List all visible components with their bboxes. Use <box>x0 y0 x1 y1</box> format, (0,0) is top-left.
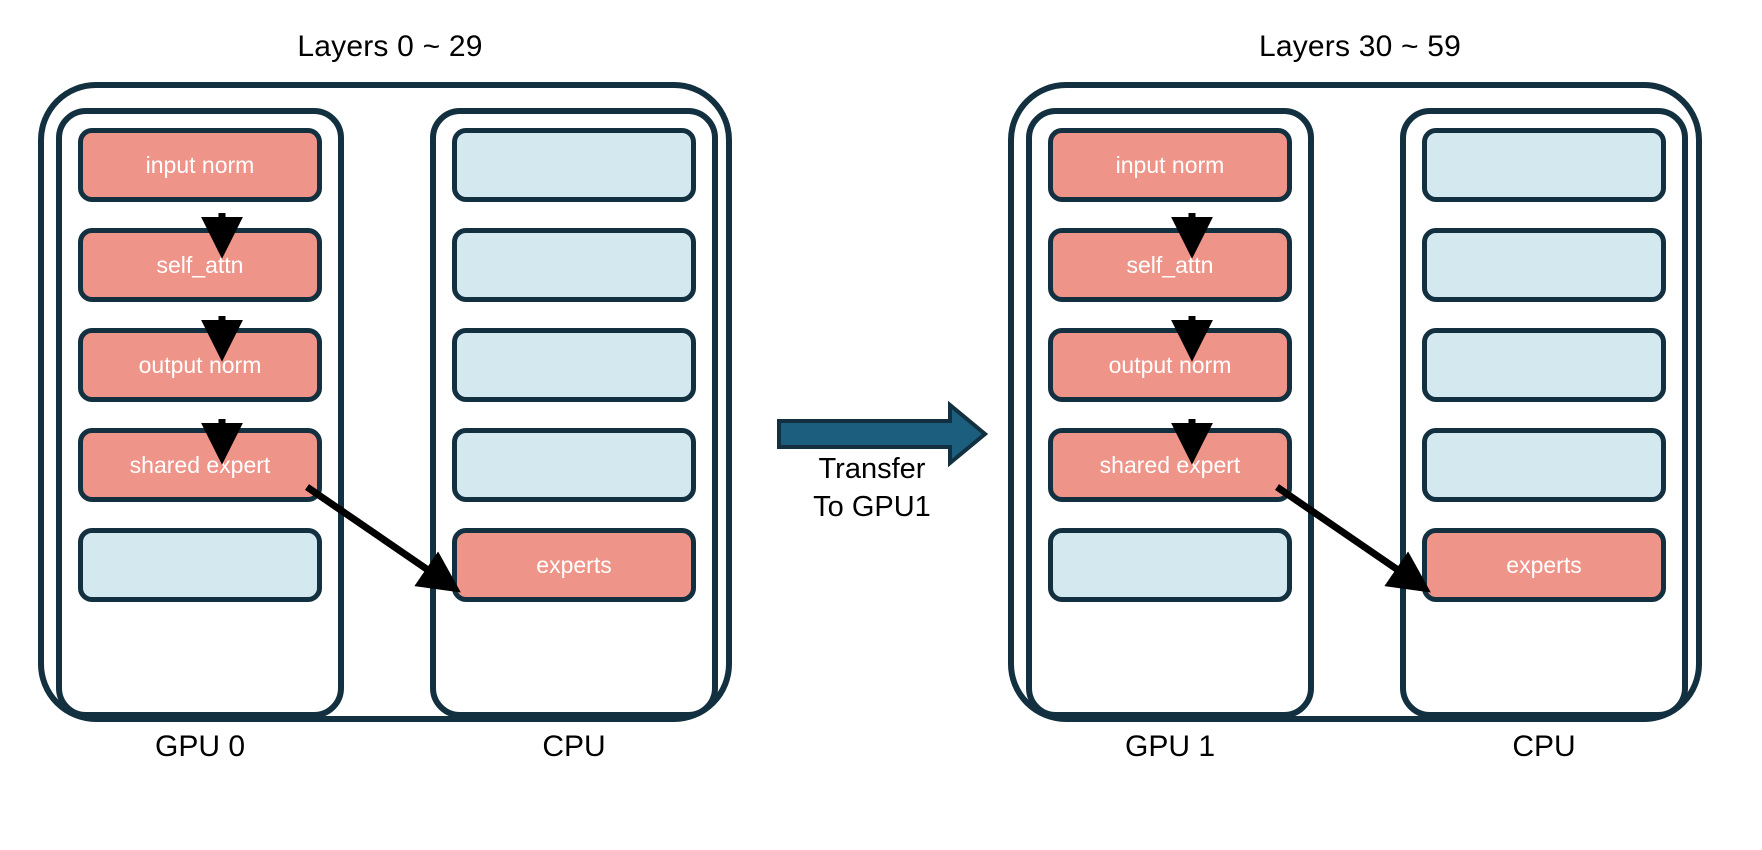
block-empty-slot[interactable] <box>452 328 696 402</box>
block-label: output norm <box>138 351 262 378</box>
block-empty-slot[interactable] <box>1048 528 1292 602</box>
block-self-attn[interactable]: self_attn <box>78 228 322 302</box>
cpu-column: experts CPU <box>430 108 718 763</box>
column-label-cpu: CPU <box>1512 730 1576 763</box>
block-label: input norm <box>1115 151 1225 178</box>
column-label-cpu: CPU <box>542 730 606 763</box>
block-empty-slot[interactable] <box>452 428 696 502</box>
block-self-attn[interactable]: self_attn <box>1048 228 1292 302</box>
block-empty-slot[interactable] <box>1422 328 1666 402</box>
block-empty-slot[interactable] <box>452 228 696 302</box>
transfer-label-line2: To GPU1 <box>813 491 931 523</box>
block-empty-slot[interactable] <box>78 528 322 602</box>
transfer-label-line1: Transfer <box>818 453 926 485</box>
block-empty-slot[interactable] <box>452 128 696 202</box>
gpu-column: input norm self_attn output norm shared … <box>56 108 344 763</box>
panel-columns: input norm self_attn output norm shared … <box>1026 108 1688 763</box>
block-experts[interactable]: experts <box>452 528 696 602</box>
block-shared-expert[interactable]: shared expert <box>1048 428 1292 502</box>
block-label: experts <box>1506 551 1582 578</box>
block-label: input norm <box>145 151 255 178</box>
block-label: shared expert <box>129 451 271 478</box>
block-output-norm[interactable]: output norm <box>78 328 322 402</box>
block-experts[interactable]: experts <box>1422 528 1666 602</box>
block-output-norm[interactable]: output norm <box>1048 328 1292 402</box>
column-label-gpu: GPU 0 <box>154 730 246 763</box>
panel-layers-0-29: Layers 0 ~ 29 input norm self_attn outpu… <box>30 30 750 820</box>
column-label-gpu: GPU 1 <box>1124 730 1216 763</box>
block-shared-expert[interactable]: shared expert <box>78 428 322 502</box>
block-input-norm[interactable]: input norm <box>78 128 322 202</box>
block-label: output norm <box>1108 351 1232 378</box>
block-empty-slot[interactable] <box>1422 228 1666 302</box>
block-input-norm[interactable]: input norm <box>1048 128 1292 202</box>
cpu-column: experts CPU <box>1400 108 1688 763</box>
panel-title: Layers 0 ~ 29 <box>297 30 483 63</box>
panel-columns: input norm self_attn output norm shared … <box>56 108 718 763</box>
panel-title: Layers 30 ~ 59 <box>1258 30 1462 63</box>
gpu-column: input norm self_attn output norm shared … <box>1026 108 1314 763</box>
block-empty-slot[interactable] <box>1422 128 1666 202</box>
panel-layers-30-59: Layers 30 ~ 59 input norm self_attn outp… <box>1000 30 1720 820</box>
transfer-label: Transfer To GPU1 <box>782 450 962 526</box>
block-label: experts <box>536 551 612 578</box>
block-label: self_attn <box>156 251 244 278</box>
block-empty-slot[interactable] <box>1422 428 1666 502</box>
block-label: self_attn <box>1126 251 1214 278</box>
block-label: shared expert <box>1099 451 1241 478</box>
